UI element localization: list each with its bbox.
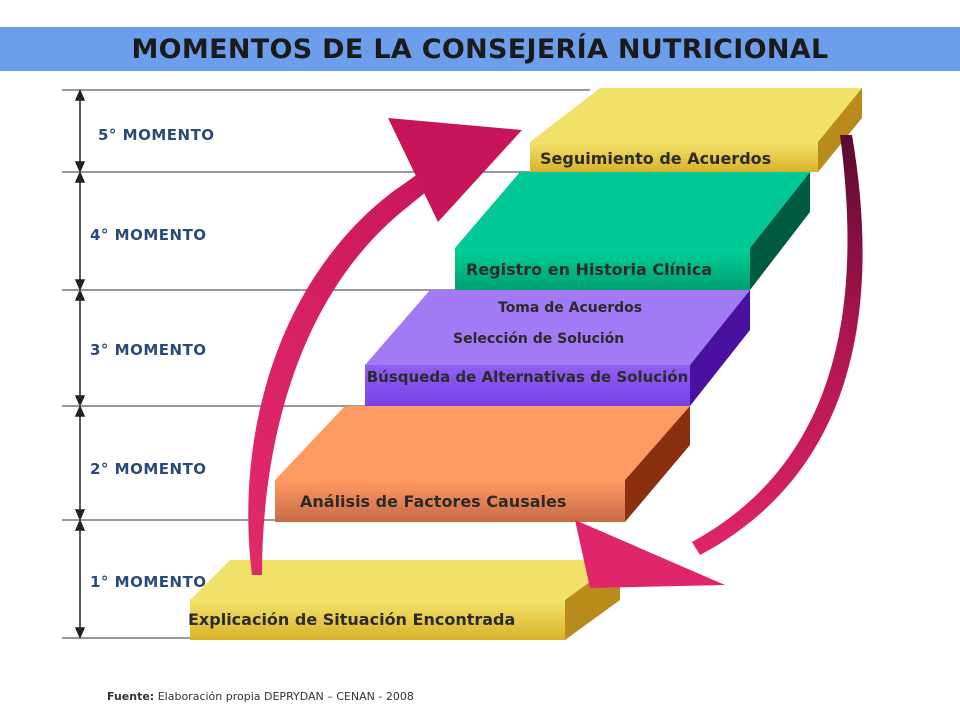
moment-label-2: 2° MOMENTO xyxy=(90,460,207,478)
upward-curved-arrow xyxy=(248,118,522,575)
step-5-label: Seguimiento de Acuerdos xyxy=(540,149,772,168)
step-1-block xyxy=(190,560,620,640)
title-bar xyxy=(0,27,960,71)
step-3-sublabel-selection: Selección de Solución xyxy=(453,331,625,347)
moment-arrow xyxy=(74,89,86,173)
moment-arrow xyxy=(74,519,86,639)
moment-label-1: 1° MOMENTO xyxy=(90,573,207,591)
source-text: Elaboración propia DEPRYDAN – CENAN - 20… xyxy=(154,690,414,703)
step-2-block xyxy=(275,406,690,522)
moment-arrow xyxy=(74,171,86,291)
moment-arrow xyxy=(74,405,86,521)
moment-arrow xyxy=(74,289,86,407)
page-title: MOMENTOS DE LA CONSEJERÍA NUTRICIONAL xyxy=(131,34,829,65)
step-3-label: Búsqueda de Alternativas de Solución xyxy=(366,368,689,386)
step-4-label: Registro en Historia Clínica xyxy=(466,260,713,279)
step-2-label: Análisis de Factores Causales xyxy=(300,492,567,511)
source-note: Fuente: Elaboración propia DEPRYDAN – CE… xyxy=(107,690,414,703)
step-4-block xyxy=(455,172,810,290)
source-lead: Fuente: xyxy=(107,690,155,703)
step-3-block xyxy=(365,290,750,406)
moment-label-3: 3° MOMENTO xyxy=(90,341,207,359)
downward-curved-arrow xyxy=(575,135,863,588)
moment-label-5: 5° MOMENTO xyxy=(98,126,215,144)
step-5-block xyxy=(530,88,862,172)
step-1-label: Explicación de Situación Encontrada xyxy=(188,610,516,629)
moment-label-4: 4° MOMENTO xyxy=(90,226,207,244)
step-3-sublabel-agreements: Toma de Acuerdos xyxy=(498,300,643,316)
